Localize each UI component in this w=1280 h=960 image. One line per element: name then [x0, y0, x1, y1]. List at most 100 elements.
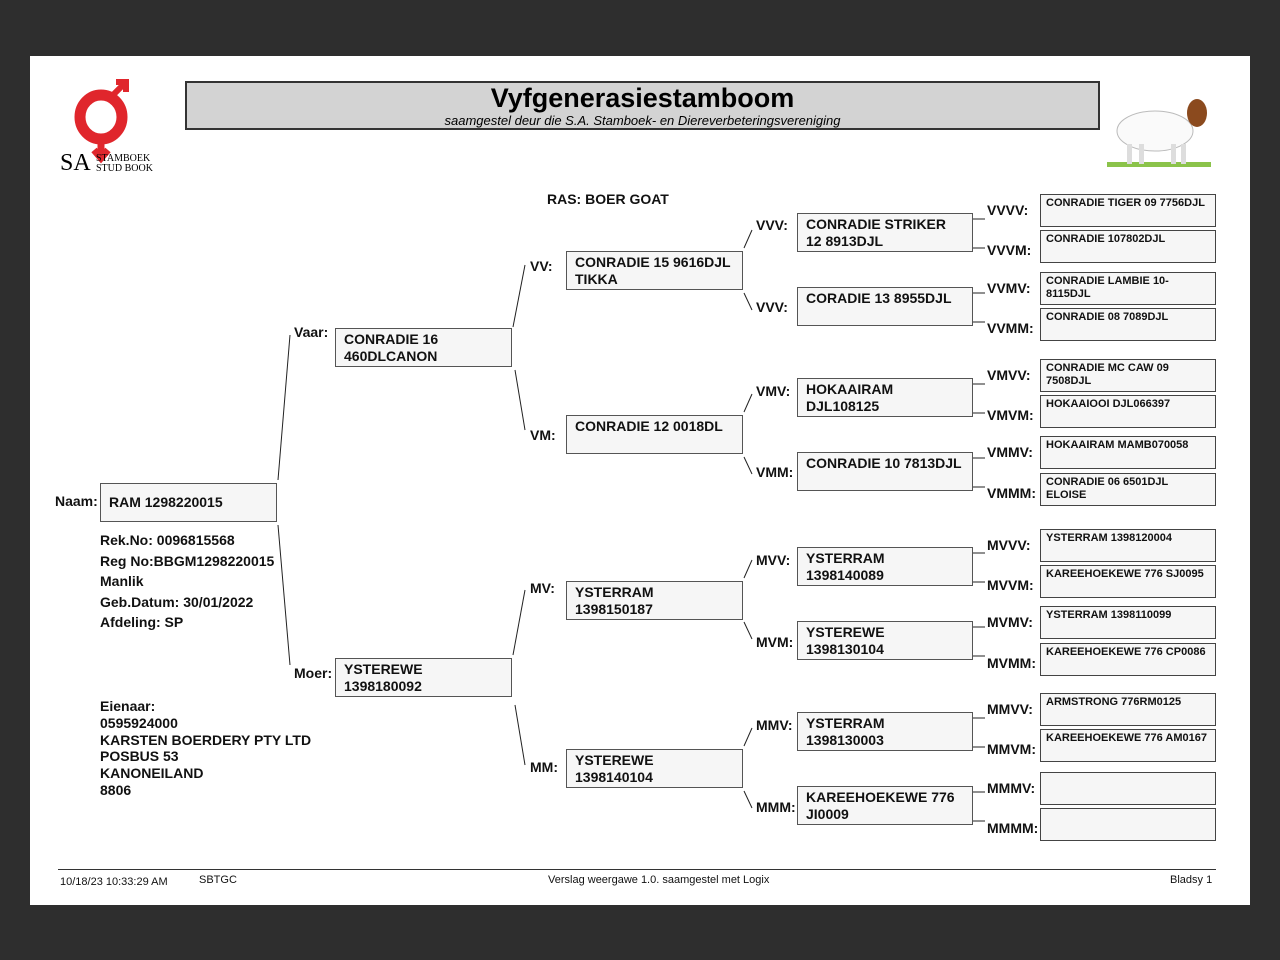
ancestor-label-mmmm: MMMM: [987, 820, 1039, 836]
connector-line [743, 292, 753, 311]
ancestor-box-vmvm[interactable]: HOKAAIOOI DJL066397 [1040, 395, 1216, 428]
connector-line [743, 229, 753, 249]
logo-symbol-icon [74, 79, 129, 164]
ancestor-box-v[interactable]: CONRADIE 16 460DLCANON [335, 328, 512, 367]
ancestor-label-vmmv: VMMV: [987, 444, 1033, 460]
reg-no: Reg No:BBGM1298220015 [100, 552, 275, 569]
ancestor-box-mm[interactable]: YSTEREWE 1398140104 [566, 749, 743, 788]
connector-line [277, 524, 291, 666]
ancestor-box-vmmm[interactable]: CONRADIE 06 6501DJL ELOISE [1040, 473, 1216, 506]
connector-line [743, 790, 753, 809]
ancestor-label-mmmv: MMMV: [987, 780, 1036, 796]
connector-line [743, 727, 753, 747]
ancestor-label-m: Moer: [294, 665, 333, 681]
ancestor-box-mvmm[interactable]: KAREEHOEKEWE 776 CP0086 [1040, 643, 1216, 676]
section: Afdeling: SP [100, 614, 184, 631]
ancestor-label-mm: MM: [530, 759, 558, 775]
subject-details: Rek.No: 0096815568 Reg No:BBGM1298220015… [100, 530, 274, 633]
subject-name-box[interactable]: RAM 1298220015 [100, 483, 277, 522]
ancestor-box-mmmv[interactable] [1040, 772, 1216, 805]
ancestor-box-mmv[interactable]: YSTERRAM 1398130003 [797, 712, 973, 751]
ancestor-label-vv: VV: [530, 258, 553, 274]
ancestor-box-mmvm[interactable]: KAREEHOEKEWE 776 AM0167 [1040, 729, 1216, 762]
connector-line [743, 621, 753, 640]
owner-details: Eienaar: 0595924000 KARSTEN BOERDERY PTY… [100, 698, 311, 799]
ancestor-label-mvv: MVV: [756, 552, 791, 568]
ancestor-label-mmv: MMV: [756, 717, 793, 733]
ancestor-label-mmvv: MMVV: [987, 701, 1033, 717]
ancestor-label-vmvm: VMVM: [987, 407, 1034, 423]
ancestor-label-mvvm: MVVM: [987, 577, 1034, 593]
ancestor-box-mvv[interactable]: YSTERRAM 1398140089 [797, 547, 973, 586]
footer-page: Bladsy 1 [1170, 874, 1213, 886]
ancestor-box-mmmm[interactable] [1040, 808, 1216, 841]
ancestor-label-mv: MV: [530, 580, 555, 596]
ancestor-box-mvvm[interactable]: KAREEHOEKEWE 776 SJ0095 [1040, 565, 1216, 598]
boer-goat-image [1105, 86, 1215, 171]
owner-address: POSBUS 53 [100, 748, 179, 765]
ancestor-label-vmm: VMM: [756, 464, 794, 480]
connector-line [743, 456, 753, 475]
pedigree-connectors [277, 218, 985, 822]
ancestor-box-vvmv[interactable]: CONRADIE LAMBIE 10-8115DJL [1040, 272, 1216, 305]
connector-line [743, 393, 753, 413]
ancestor-label-vvvv: VVVV: [987, 202, 1029, 218]
ancestor-box-vm[interactable]: CONRADIE 12 0018DL [566, 415, 743, 454]
ancestor-box-vvmm[interactable]: CONRADIE 08 7089DJL [1040, 308, 1216, 341]
ancestor-label-vmvv: VMVV: [987, 367, 1031, 383]
ancestor-label-mvm: MVM: [756, 634, 794, 650]
ancestor-box-mvvv[interactable]: YSTERRAM 1398120004 [1040, 529, 1216, 562]
ancestor-box-mmm[interactable]: KAREEHOEKEWE 776 JI0009 [797, 786, 973, 825]
footer-timestamp: 10/18/23 10:33:29 AM [60, 876, 168, 888]
breed-label: RAS: BOER GOAT [547, 191, 669, 207]
ancestor-box-vv[interactable]: CONRADIE 15 9616DJL TIKKA [566, 251, 743, 290]
ancestor-box-vvvm[interactable]: CONRADIE 107802DJL [1040, 230, 1216, 263]
owner-postcode: 8806 [100, 781, 132, 798]
reg-number: Rek.No: 0096815568 [100, 532, 235, 548]
ancestor-label-vvm: VVV: [756, 299, 788, 315]
owner-town: KANONEILAND [100, 765, 204, 782]
pedigree-page: SA STAMBOEK STUD BOOK Vyfgenerasiestambo… [30, 56, 1250, 905]
ancestor-label-vmmm: VMMM: [987, 485, 1036, 501]
ancestor-label-mvmm: MVMM: [987, 655, 1036, 671]
footer-report: Verslag weergawe 1.0. saamgestel met Log… [548, 874, 770, 886]
connector-line [277, 334, 291, 481]
ancestor-box-m[interactable]: YSTEREWE 1398180092 [335, 658, 512, 697]
footer-divider [58, 869, 1216, 870]
ancestor-box-mmvv[interactable]: ARMSTRONG 776RM0125 [1040, 693, 1216, 726]
connector-line [514, 704, 526, 766]
page-subtitle: saamgestel deur die S.A. Stamboek- en Di… [444, 113, 841, 128]
ancestor-label-mvmv: MVMV: [987, 614, 1033, 630]
ancestor-label-mmvm: MMVM: [987, 741, 1036, 757]
title-bar: Vyfgenerasiestamboom saamgestel deur die… [185, 81, 1100, 130]
footer-code: SBTGC [199, 874, 237, 886]
ancestor-label-vvmm: VVMM: [987, 320, 1034, 336]
logo-line2: STUD BOOK [96, 163, 153, 174]
ancestor-label-vvmv: VVMV: [987, 280, 1031, 296]
sa-studbook-logo: SA STAMBOEK STUD BOOK [58, 78, 158, 178]
ancestor-box-mvmv[interactable]: YSTERRAM 1398110099 [1040, 606, 1216, 639]
logo-sa: SA [60, 150, 91, 176]
ancestor-box-vmvv[interactable]: CONRADIE MC CAW 09 7508DJL [1040, 359, 1216, 392]
sex: Manlik [100, 573, 144, 590]
ancestor-box-vmv[interactable]: HOKAAIRAM DJL108125 [797, 378, 973, 417]
connector-line [512, 589, 526, 656]
logo-line1: STAMBOEK [96, 153, 151, 164]
ancestor-label-vm: VM: [530, 427, 556, 443]
owner-name: KARSTEN BOERDERY PTY LTD [100, 731, 312, 748]
owner-number: 0595924000 [100, 714, 178, 731]
connector-line [512, 264, 526, 328]
ancestor-label-mmm: MMM: [756, 799, 796, 815]
owner-label: Eienaar: [100, 698, 156, 714]
ancestor-box-vvv[interactable]: CONRADIE STRIKER 12 8913DJL [797, 213, 973, 252]
birth-date: Geb.Datum: 30/01/2022 [100, 593, 254, 610]
ancestor-box-mvm[interactable]: YSTEREWE 1398130104 [797, 621, 973, 660]
ancestor-label-vvv: VVV: [756, 217, 788, 233]
ancestor-box-vmmv[interactable]: HOKAAIRAM MAMB070058 [1040, 436, 1216, 469]
ancestor-label-vvvm: VVVM: [987, 242, 1032, 258]
ancestor-box-vvvv[interactable]: CONRADIE TIGER 09 7756DJL [1040, 194, 1216, 227]
connector-line [743, 559, 753, 579]
ancestor-box-vmm[interactable]: CONRADIE 10 7813DJL [797, 452, 973, 491]
ancestor-box-mv[interactable]: YSTERRAM 1398150187 [566, 581, 743, 620]
ancestor-box-vvm[interactable]: CORADIE 13 8955DJL [797, 287, 973, 326]
